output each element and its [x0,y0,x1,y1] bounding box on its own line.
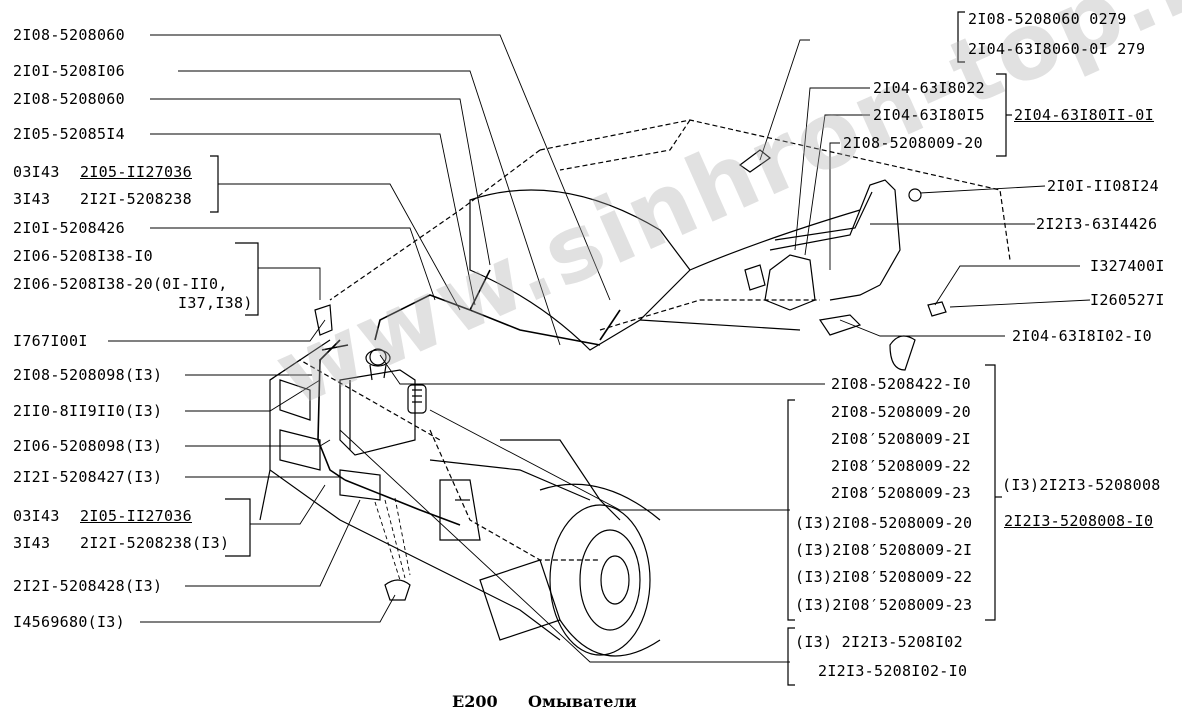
label-2104-6318060-01: 2I04-63I8060-0I 279 [968,40,1146,58]
label-21213-5208008-10: 2I2I3-5208008-I0 [1004,512,1154,530]
label-2108-5208060-0279: 2I08-5208060 0279 [968,10,1127,28]
label-2106-5208138-10: 2I06-5208I38-I0 [13,247,153,265]
label-2104-6318011-01: 2I04-63I80II-0I [1014,106,1154,124]
label-12605271: I260527I [1090,291,1165,309]
label-2108-5208009-21: 2I08′5208009-2I [831,430,971,448]
label-2108-5208009-20: 2I08-5208009-20 [831,403,971,421]
label-13-21213-5208102: (I3) 2I2I3-5208I02 [795,633,963,651]
washer-hoses [317,269,621,526]
rear-nozzle-cap [889,335,916,371]
label-14569680: I4569680(I3) [13,613,125,631]
label-2110-8119110: 2II0-8II9II0(I3) [13,402,163,420]
label-2108-5208060-second: 2I08-5208060 [13,90,125,108]
label-13-2108-5208009-23: (I3)2I08′5208009-23 [795,596,973,614]
bracket-1767100 [314,304,333,336]
label-03143: 03I43 [13,163,60,181]
label-21213-5208102-10: 2I2I3-5208I02-I0 [818,662,968,680]
label-03143-lower: 03I43 [13,507,60,525]
label-3143: 3I43 [13,190,51,208]
label-2121-5208427: 2I2I-5208427(I3) [13,468,163,486]
label-2108-5208098: 2I08-5208098(I3) [13,366,163,384]
label-2108-5208009-23: 2I08′5208009-23 [831,484,971,502]
label-13-21213-5208008: (I3)2I2I3-5208008 [1002,476,1161,494]
label-2104-6318022: 2I04-63I8022 [873,79,985,97]
label-2104-6318015: 2I04-63I80I5 [873,106,985,124]
label-2101-5208106: 2I0I-5208I06 [13,62,125,80]
clip-14569680 [384,579,411,601]
label-13-2108-5208009-22: (I3)2I08′5208009-22 [795,568,973,586]
bolt-1260527 [927,301,947,317]
caption-title: Омыватели [528,692,637,711]
grommet-1327400 [908,188,922,202]
label-2106-5208098: 2I06-5208098(I3) [13,437,163,455]
caption-code: E200 [452,692,498,711]
rear-washer-assembly [738,149,901,336]
label-2108-5208009-20-top: 2I08-5208009-20 [843,134,983,152]
label-2105-1127036: 2I05-II27036 [80,163,192,181]
label-1767100: I767I00I [13,332,88,350]
leader-lines [108,34,1091,663]
washer-cap [369,348,387,366]
label-2108-5208422-10: 2I08-5208422-I0 [831,375,971,393]
washer-pump [407,384,427,414]
label-2121-5208238-13: 2I2I-5208238(I3) [80,534,230,552]
label-2108-5208009-22: 2I08′5208009-22 [831,457,971,475]
label-2105-1127036-lower: 2I05-II27036 [80,507,192,525]
label-137-138: I37,I38) [178,294,253,312]
label-2104-6318102-10: 2I04-63I8I02-I0 [1012,327,1152,345]
label-2106-5208138-20: 2I06-5208I38-20(0I-II0, [13,275,228,293]
label-2101-1108124: 2I0I-II08I24 [1047,177,1159,195]
label-2101-5208426: 2I0I-5208426 [13,219,125,237]
label-2105-5208514: 2I05-52085I4 [13,125,125,143]
label-21213-6314426: 2I2I3-63I4426 [1036,215,1158,233]
label-13-2108-5208009-21: (I3)2I08′5208009-2I [795,541,973,559]
label-13-2108-5208009-20: (I3)2I08-5208009-20 [795,514,973,532]
washer-reservoir [339,349,416,456]
label-2121-5208238: 2I2I-5208238 [80,190,192,208]
car-body-solid [259,189,861,657]
label-2121-5208428: 2I2I-5208428(I3) [13,577,163,595]
label-brackets [210,11,1012,686]
label-13274001: I327400I [1090,257,1165,275]
label-3143-lower: 3I43 [13,534,51,552]
label-2108-5208060-top: 2I08-5208060 [13,26,125,44]
